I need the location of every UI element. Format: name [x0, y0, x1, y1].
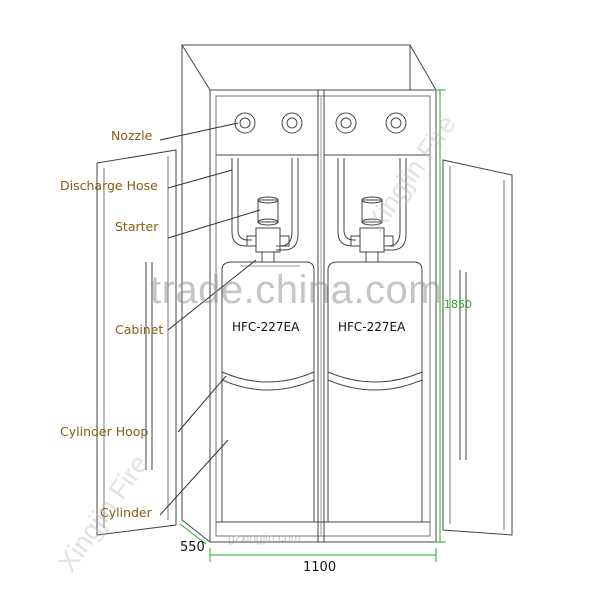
cylinder-left: [221, 261, 315, 522]
discharge-hose-label: Discharge Hose: [60, 178, 158, 193]
cabinet-front: [209, 89, 437, 543]
cylinder-right: [327, 261, 423, 522]
starter-left: [240, 196, 300, 267]
dimension-lines: [179, 89, 446, 562]
starter-right: [350, 196, 394, 263]
cabinet-label: Cabinet: [115, 322, 164, 337]
starter-label: Starter: [115, 219, 159, 234]
nozzle-icons: [234, 112, 407, 134]
nozzle-label: Nozzle: [111, 128, 153, 143]
cylinder-hoop-label: Cylinder Hoop: [60, 424, 149, 439]
height-dimension: 1850: [444, 298, 472, 311]
cylinder-label: Cylinder: [100, 505, 152, 520]
width-dimension: 1100: [303, 560, 337, 575]
leader-lines: [159, 122, 261, 516]
left-door: [96, 149, 177, 536]
watermark-trade-china: trade.china.com: [150, 268, 443, 312]
right-door: [442, 159, 513, 536]
cabinet-top: [181, 44, 437, 91]
cylinder-tag-left: HFC-227EA: [232, 320, 300, 334]
cylinder-tag-right: HFC-227EA: [338, 320, 406, 334]
watermark-site: gzxingjin.com: [228, 531, 301, 545]
depth-dimension: 550: [180, 540, 205, 555]
